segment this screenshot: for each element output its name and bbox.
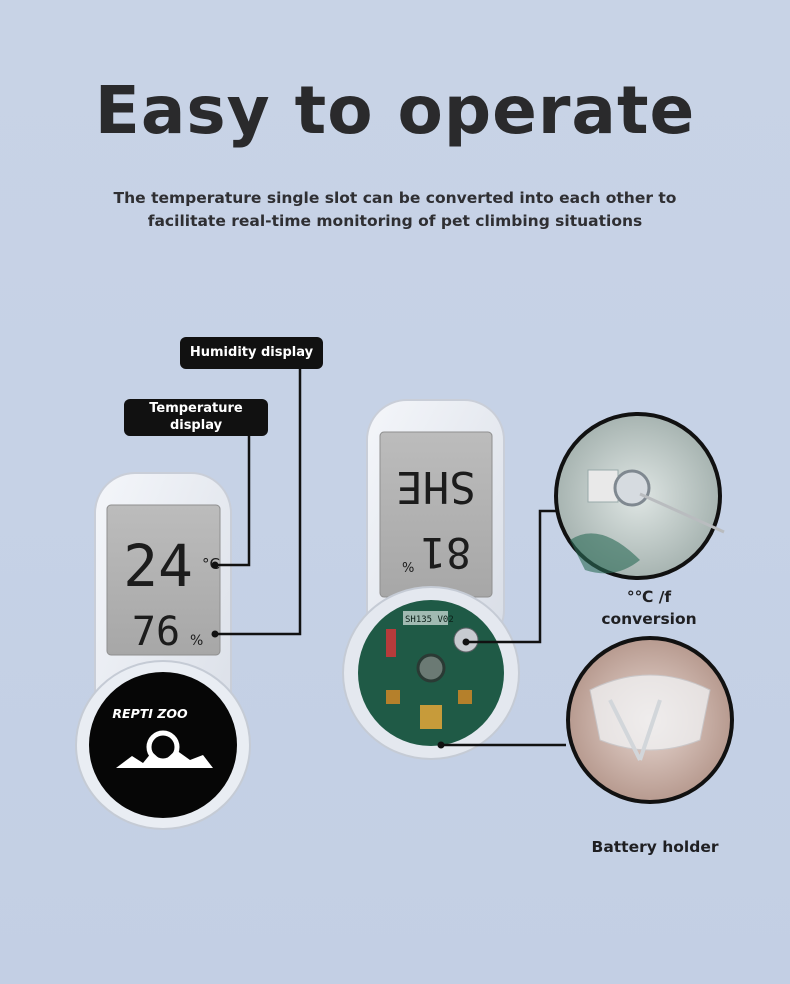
logo-ring-icon: [146, 730, 180, 764]
front-brand-logo: REPTI ZOO: [112, 706, 188, 721]
front-dial: [89, 672, 237, 818]
battery-callout-dot: [437, 741, 445, 749]
front-humidity-reading: 76: [132, 609, 180, 655]
center-contact: [416, 653, 446, 683]
page-title: Easy to operate: [94, 72, 696, 149]
humidity-display-label: Humidity display: [180, 337, 323, 369]
front-lcd: [106, 504, 221, 656]
conversion-caption: °℃ /f conversion: [601, 588, 697, 628]
solder-pad-left: [386, 690, 400, 704]
solder-pad-right: [458, 690, 472, 704]
humidity-callout-dot: [211, 630, 219, 638]
zoom-battery-holder: [589, 674, 711, 751]
zoom-pin: [639, 492, 725, 534]
front-temp-unit: °C: [202, 555, 220, 573]
zoom-chip: [587, 469, 619, 503]
battery-zoom: [566, 636, 734, 804]
callout-lines: [215, 369, 566, 747]
back-display-bottom: 81: [421, 528, 472, 577]
zoom-pcb: [570, 533, 640, 574]
battery-holder-caption: Battery holder: [591, 838, 719, 856]
conversion-callout-dot: [462, 638, 470, 646]
pcb-component: [386, 629, 396, 657]
pcb-marking: SH135 V02: [405, 615, 454, 625]
conversion-callout-line: [466, 509, 558, 644]
temperature-display-label: Temperature display: [124, 399, 268, 436]
humidity-callout-line: [215, 369, 302, 636]
zoom-clip: [608, 699, 662, 761]
temperature-callout-line: [215, 436, 251, 567]
pcb-label: [403, 611, 448, 625]
battery-clip: [420, 705, 442, 729]
back-display-top: SHE: [396, 461, 475, 512]
page-subtitle: The temperature single slot can be conve…: [113, 189, 677, 230]
zoom-button: [613, 469, 651, 507]
temperature-callout-dot: [211, 561, 219, 569]
front-temp-reading: 24: [123, 532, 193, 600]
conversion-zoom: [554, 412, 725, 580]
mountain-icon: [116, 750, 213, 768]
front-humidity-unit: %: [190, 633, 203, 649]
back-display-unit: %: [402, 561, 414, 576]
front-thermometer: 24 °C 76 % REPTI ZOO: [75, 472, 251, 830]
back-thermometer: SHE 81 % SH135 V02: [342, 399, 520, 760]
